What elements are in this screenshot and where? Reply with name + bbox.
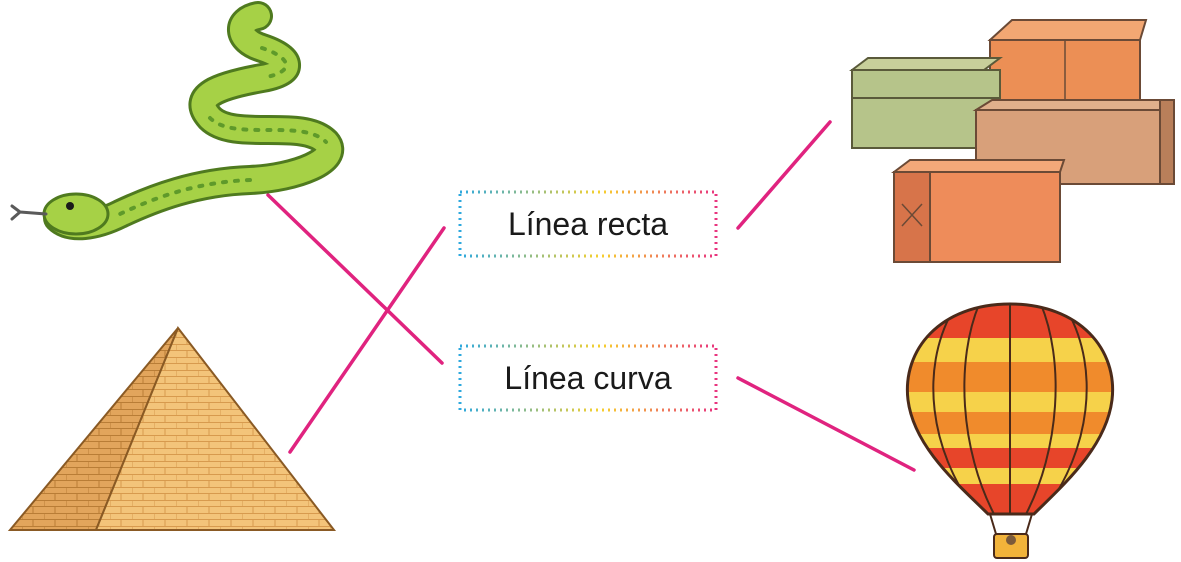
straight-line-label-box: Línea recta: [458, 190, 718, 258]
dotted-border: [458, 344, 718, 412]
connector-balloon-to-curve: [736, 376, 916, 472]
dotted-border: [458, 190, 718, 258]
curved-line-label-box: Línea curva: [458, 344, 718, 412]
connector-pyramid-to-straight: [288, 226, 446, 454]
curved-line-label: Línea curva: [504, 359, 672, 396]
straight-line-label: Línea recta: [507, 205, 669, 242]
connector-boxes-to-straight: [736, 120, 832, 230]
connector-snake-to-curve: [266, 193, 444, 365]
